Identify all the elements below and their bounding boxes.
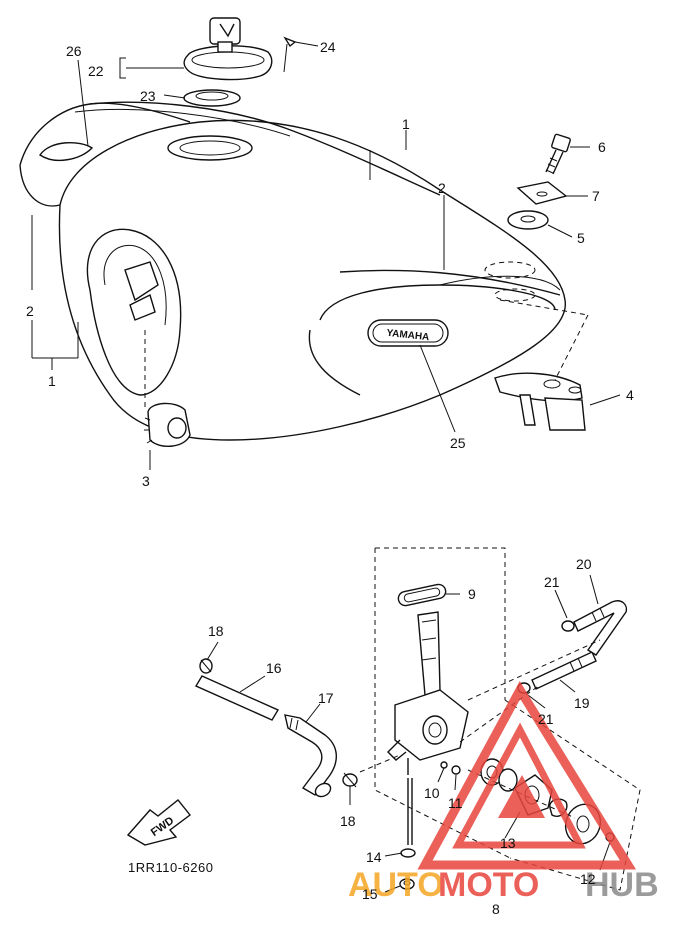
- callout-3: 3: [142, 473, 150, 489]
- mount-bolt: [545, 133, 571, 175]
- callout-2-right: 2: [438, 180, 446, 196]
- automotohub-watermark: AUTO MOTO HUB: [348, 681, 659, 904]
- diagram-code: 1RR110-6260: [128, 860, 213, 875]
- hose-clamp: [342, 772, 358, 788]
- callout-20: 20: [576, 556, 592, 572]
- callout-19: 19: [574, 695, 590, 711]
- callout-11: 11: [448, 795, 463, 811]
- tank-leader-lines: [31, 41, 621, 470]
- callout-4: 4: [626, 387, 634, 403]
- cap-screw: [283, 36, 297, 73]
- callout-24: 24: [320, 39, 336, 55]
- callout-21-top: 21: [544, 574, 560, 590]
- callout-7: 7: [592, 188, 600, 204]
- callout-9: 9: [468, 586, 476, 602]
- rubber-grommet: [144, 402, 191, 447]
- callout-26: 26: [66, 43, 82, 59]
- watermark-part3: HUB: [585, 866, 659, 904]
- callout-18-left: 18: [208, 623, 224, 639]
- callout-18-right: 18: [340, 813, 356, 829]
- callout-1-top: 1: [402, 116, 410, 132]
- callout-23: 23: [140, 88, 156, 104]
- strainer-o-ring: [397, 583, 447, 607]
- watermark-part1: AUTO: [348, 866, 444, 904]
- callout-14: 14: [366, 849, 382, 865]
- fuel-hose-bent: [284, 714, 337, 798]
- callout-2-left: 2: [26, 303, 34, 319]
- callout-21-bottom: 21: [538, 711, 554, 727]
- watermark-part2: MOTO: [438, 866, 539, 904]
- drain-screw: [399, 778, 416, 890]
- callout-16: 16: [266, 660, 282, 676]
- callout-labels: 26 22 23 24 1 2 6 7 5 2 1 4 25 3 9 20 21…: [26, 39, 634, 917]
- callout-12: 12: [580, 871, 596, 887]
- callout-13: 13: [500, 835, 516, 851]
- fuel-cap: [183, 17, 273, 81]
- fuel-cock: [387, 611, 469, 775]
- tank-bracket: [494, 372, 586, 431]
- callout-25: 25: [450, 435, 466, 451]
- callout-1-left: 1: [48, 373, 56, 389]
- fuel-hose-upper: [573, 600, 628, 656]
- callout-8: 8: [492, 901, 500, 917]
- mount-collar: [516, 181, 568, 205]
- callout-15: 15: [362, 886, 378, 902]
- callout-10: 10: [424, 785, 440, 801]
- tank-emblem-label: YAMAHA: [386, 328, 430, 343]
- callout-6: 6: [598, 139, 606, 155]
- fuel-hose-vent: [531, 651, 597, 690]
- callout-22: 22: [88, 63, 104, 79]
- fuel-cap-gasket: [183, 89, 241, 107]
- fuel-tank: YAMAHA: [19, 101, 566, 441]
- forward-direction-arrow: FWD: [126, 799, 191, 846]
- callout-5: 5: [577, 230, 585, 246]
- damper-washer: [507, 210, 549, 230]
- callout-17: 17: [318, 690, 334, 706]
- fuel-hose-left: [194, 658, 280, 721]
